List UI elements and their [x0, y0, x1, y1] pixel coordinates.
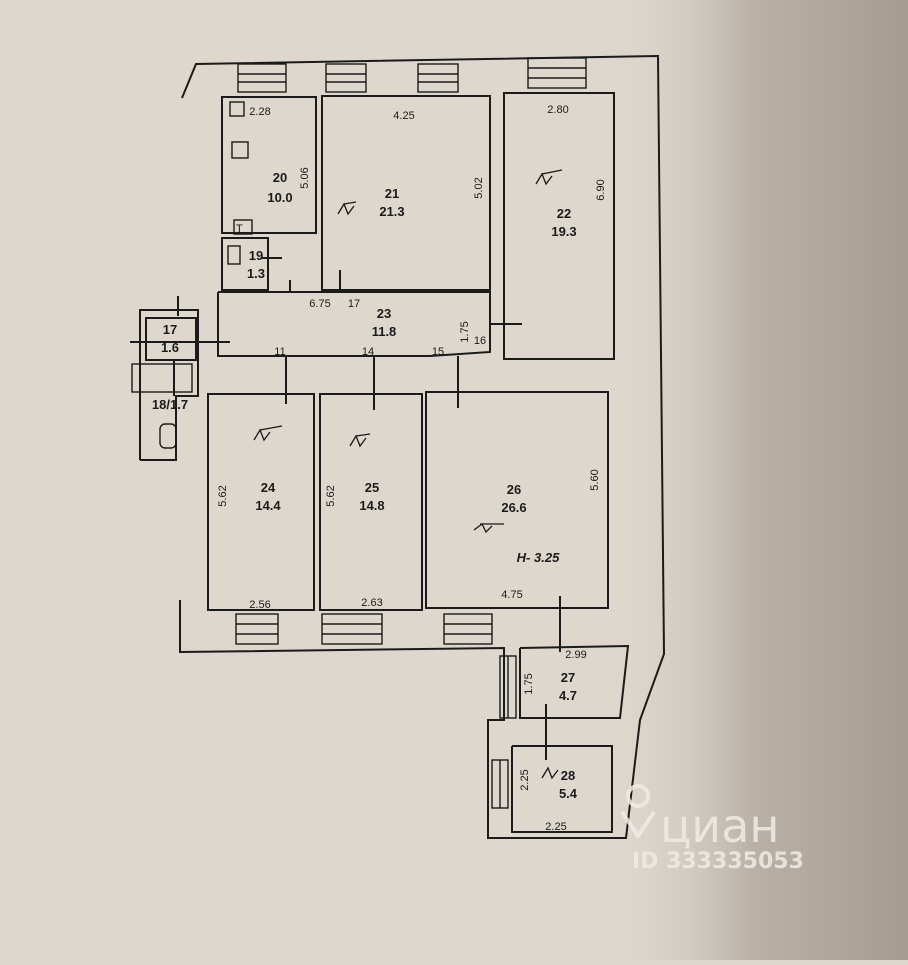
- dimension-label: 5.60: [589, 469, 601, 490]
- room-17-area: 1.6: [161, 340, 179, 355]
- dimension-label: 5.62: [217, 485, 229, 506]
- dimension-label: 4.75: [501, 589, 522, 601]
- dimension-label: 2.80: [547, 104, 568, 116]
- door-number: 16: [474, 335, 486, 347]
- room-26-area: 26.6: [501, 500, 526, 515]
- room-23-area: 11.8: [372, 324, 397, 339]
- dimension-label: 2.56: [249, 599, 270, 611]
- radiator-icon: [349, 433, 371, 448]
- room-labels: 20 10.0 21 21.3 22 19.3 19 1.3 23 11.8 1…: [152, 170, 578, 801]
- room-28-area: 5.4: [559, 786, 578, 801]
- dimension-label: 5.62: [325, 485, 337, 506]
- door-number: 11: [274, 346, 285, 358]
- fixtures: [159, 101, 253, 449]
- room-27-number: 27: [561, 670, 575, 685]
- radiator-icon: [473, 523, 504, 534]
- room-25-area: 14.8: [359, 498, 384, 513]
- room-22-area: 19.3: [551, 224, 576, 239]
- room-18-label: 18/1.7: [152, 397, 188, 412]
- dimension-label: 2.99: [565, 649, 586, 661]
- radiator-icon: [541, 766, 559, 780]
- location-pin-icon: [620, 784, 656, 840]
- dimension-label: 1.75: [523, 673, 535, 694]
- radiator-icon: [535, 169, 563, 186]
- room-23-number: 23: [377, 306, 391, 321]
- bath-icon: [227, 245, 241, 265]
- dimension-label: 5.06: [299, 167, 311, 188]
- windows: [131, 57, 587, 809]
- radiator-marks: [253, 169, 563, 780]
- stove-box-icon: [233, 219, 253, 235]
- dimension-label: 1.75: [459, 321, 471, 342]
- room-22-number: 22: [557, 206, 571, 221]
- room-28-number: 28: [561, 768, 575, 783]
- dimension-label: 5.02: [473, 177, 485, 198]
- room-20-number: 20: [273, 170, 287, 185]
- room-24-number: 24: [261, 480, 276, 495]
- room-17-number: 17: [163, 322, 177, 337]
- room-25-number: 25: [365, 480, 379, 495]
- dimension-label: 2.25: [519, 769, 531, 790]
- room-20-area: 10.0: [267, 190, 292, 205]
- dimension-label: 6.75: [309, 298, 330, 310]
- room-24-area: 14.4: [255, 498, 281, 513]
- dimension-label: 2.25: [545, 821, 566, 833]
- room-19-number: 19: [249, 248, 263, 263]
- room-26-number: 26: [507, 482, 521, 497]
- dimension-label: 4.25: [393, 110, 414, 122]
- stove-symbol: T: [236, 223, 243, 235]
- paper-shadow: [600, 0, 908, 960]
- door-number: 14: [362, 346, 374, 358]
- stove-icon: [231, 141, 249, 159]
- cian-watermark: циан ID 333335053: [620, 784, 804, 874]
- dimension-label: 2.28: [249, 106, 270, 118]
- room-21-area: 21.3: [379, 204, 404, 219]
- dimension-label: 2.63: [361, 597, 382, 609]
- ceiling-height-label: H- 3.25: [517, 550, 560, 565]
- room-21-number: 21: [385, 186, 399, 201]
- radiator-icon: [253, 425, 283, 442]
- radiator-icon: [337, 201, 357, 216]
- sink-icon: [229, 101, 245, 117]
- dimension-label: 6.90: [595, 179, 607, 200]
- toilet-icon: [159, 423, 177, 449]
- door-numbers: 17 11 14 15 16: [274, 298, 486, 358]
- door-number: 17: [348, 298, 360, 310]
- room-19-area: 1.3: [247, 266, 265, 281]
- door-number: 15: [432, 346, 444, 358]
- dimension-labels: 2.28 5.06 4.25 5.02 2.80 6.90 6.75 1.75 …: [217, 104, 607, 833]
- room-27-area: 4.7: [559, 688, 577, 703]
- listing-id: ID 333335053: [632, 849, 804, 874]
- cian-brand: циан: [660, 799, 779, 853]
